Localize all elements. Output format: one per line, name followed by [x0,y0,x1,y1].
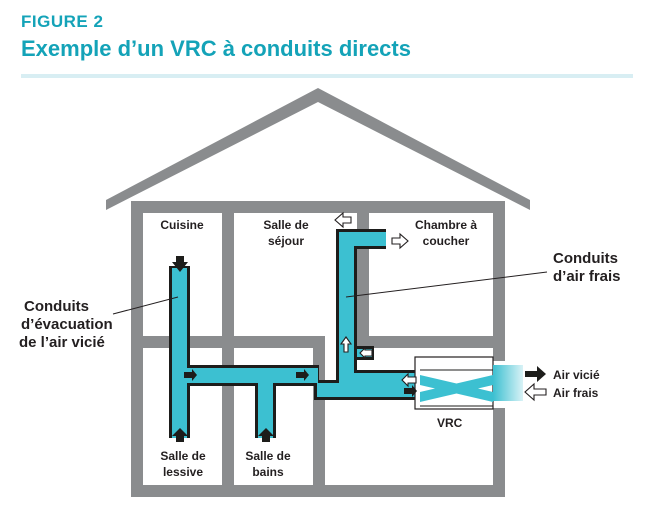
wall-right [493,205,505,361]
exhaust-flow-arrow-2 [296,369,309,381]
duct-outline [169,229,424,438]
fresh-callout-line [345,271,548,298]
exhaust-callout-2: d’évacuation [21,316,113,333]
exhaust-callout: Conduits d’évacuation de l’air vicié [19,298,113,351]
wall-left [131,205,143,497]
title-rule [21,74,633,78]
roof [106,88,530,210]
room-label-bedroom-2: coucher [423,234,470,248]
ceiling [131,201,505,213]
fresh-callout-2: d’air frais [553,268,621,285]
vrc-label: VRC [437,416,463,430]
wall-laundry-bath [222,336,234,497]
fresh-duct-vertical [339,232,354,388]
room-label-laundry-2: lessive [163,465,203,479]
exhaust-callout-3: de l’air vicié [19,334,105,351]
legend-stale-air: Air vicié [553,368,600,382]
room-label-kitchen: Cuisine [160,218,204,232]
exhaust-duct-vertical [172,268,187,438]
room-label-bath-1: Salle de [245,449,291,463]
living-outflow-arrow [334,211,352,229]
stale-air-out-arrow [525,366,546,382]
vrc-unit [414,356,523,410]
fresh-up-arrow [339,336,353,353]
exhaust-flow-arrow-1 [184,369,197,381]
room-label-living-2: séjour [268,234,304,248]
room-label-bedroom-1: Chambre à [415,218,477,232]
laundry-inflow-arrow [172,428,188,442]
flow-arrows-black [172,256,546,442]
fresh-duct-from-vrc [339,373,423,387]
duct-fill [172,232,423,438]
fresh-air-in-arrow [524,382,547,402]
callout-lines [112,271,548,315]
fresh-stub-arrow [359,346,373,360]
exhaust-callout-1: Conduits [24,298,89,315]
exhaust-duct-horizontal [172,368,318,383]
fresh-callout: Conduits d’air frais [553,250,621,285]
floor-right [354,336,505,348]
wall-kitchen-living [222,205,234,348]
fresh-flow-arrow [401,372,417,388]
wall-right-lower [493,408,505,497]
wall-living-bedroom [357,205,369,348]
room-label-living-1: Salle de [263,218,309,232]
bath-inflow-arrow [258,428,274,442]
room-label-bath-2: bains [252,465,284,479]
flow-arrows-white [334,211,547,402]
exhaust-duct-bath [258,368,273,438]
figure-title: Exemple d’un VRC à conduits directs [21,36,411,61]
bedroom-outflow-arrow [391,232,409,250]
wall-bath-mech [313,336,325,497]
legend-fresh-air: Air frais [553,386,599,400]
fresh-duct-top [339,232,386,246]
exhaust-callout-line [112,296,179,315]
kitchen-inflow-arrow [172,256,188,272]
fresh-callout-1: Conduits [553,250,618,267]
exhaust-flow-arrow-3 [404,385,417,397]
figure-label: FIGURE 2 [21,12,104,31]
room-label-laundry-1: Salle de [160,449,206,463]
room-labels: Cuisine Salle de séjour Chambre à couche… [160,218,477,479]
